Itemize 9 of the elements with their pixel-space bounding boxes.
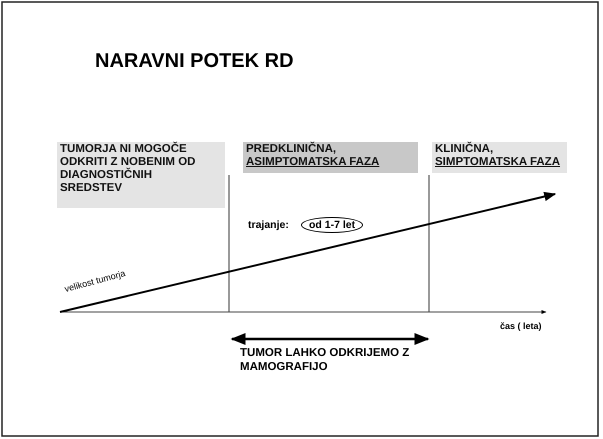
range-label: TUMOR LAHKO ODKRIJEMO Z MAMOGRAFIJO <box>240 346 410 374</box>
axis-label: velikost tumorja <box>63 268 126 294</box>
duration-label: trajanje: <box>248 219 289 231</box>
slide-title: NARAVNI POTEK RD <box>95 50 294 73</box>
duration-ellipse: od 1-7 let <box>301 217 364 233</box>
phase-box: PREDKLINIČNA, ASIMPTOMATSKA FAZA <box>243 142 418 173</box>
phase-box: KLINIČNA, SIMPTOMATSKA FAZA <box>432 142 567 173</box>
axis-label: čas ( leta) <box>500 321 542 331</box>
phase-box: TUMORJA NI MOGOČE ODKRITI Z NOBENIM OD DIAGNOSTIČNIH SREDSTEV <box>57 142 225 208</box>
